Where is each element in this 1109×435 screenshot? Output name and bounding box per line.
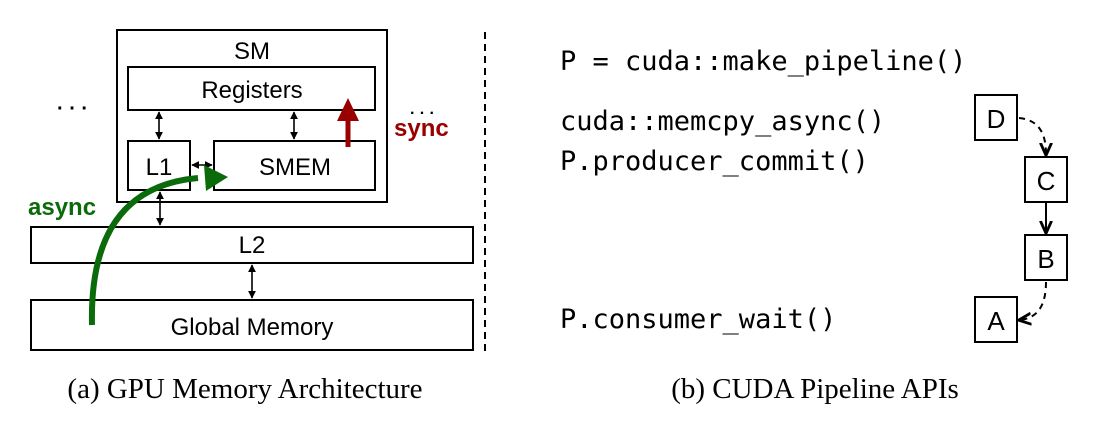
- stage-a-label: A: [987, 306, 1005, 336]
- sm-label: SM: [234, 38, 270, 65]
- ellipsis-left: · · ·: [57, 98, 88, 120]
- smem-label: SMEM: [259, 154, 331, 181]
- b-to-a-arrow: [1020, 281, 1047, 320]
- l2-box: [30, 226, 474, 264]
- code-line-producer-commit: P.producer_commit(): [560, 146, 869, 177]
- caption-b: (b) CUDA Pipeline APIs: [671, 373, 959, 405]
- sm-box: [116, 29, 388, 203]
- stage-c-label: C: [1037, 166, 1056, 196]
- stage-b-label: B: [1037, 244, 1054, 274]
- ellipsis-right: · · ·: [410, 105, 435, 122]
- async-arrow-icon: [88, 175, 199, 326]
- code-line-consumer-wait: P.consumer_wait(): [560, 304, 836, 335]
- code-line-make-pipeline: P = cuda::make_pipeline(): [560, 46, 966, 77]
- caption-a: (a) GPU Memory Architecture: [67, 373, 422, 405]
- code-line-memcpy-async: cuda::memcpy_async(): [560, 106, 885, 137]
- l1-label: L1: [146, 154, 173, 181]
- global-memory-box: [30, 299, 474, 351]
- registers-box: [127, 66, 376, 111]
- stage-b-box: [1024, 234, 1068, 281]
- stage-d-label: D: [987, 104, 1006, 134]
- sync-label: sync: [394, 115, 449, 142]
- global-memory-label: Global Memory: [171, 314, 334, 341]
- stage-d-box: [974, 94, 1018, 141]
- async-label: async: [28, 194, 96, 221]
- stage-c-box: [1024, 156, 1068, 203]
- registers-label: Registers: [201, 77, 302, 104]
- smem-box: [213, 140, 376, 191]
- async-arrowhead-icon: [204, 165, 228, 191]
- d-to-c-arrow: [1018, 117, 1046, 154]
- panel-a: SM Registers L1 SMEM L2 Global Memory as…: [28, 29, 474, 405]
- sync-arrowhead-icon: [337, 98, 359, 121]
- l2-label: L2: [239, 232, 266, 259]
- panel-b: P = cuda::make_pipeline() cuda::memcpy_a…: [560, 46, 1068, 405]
